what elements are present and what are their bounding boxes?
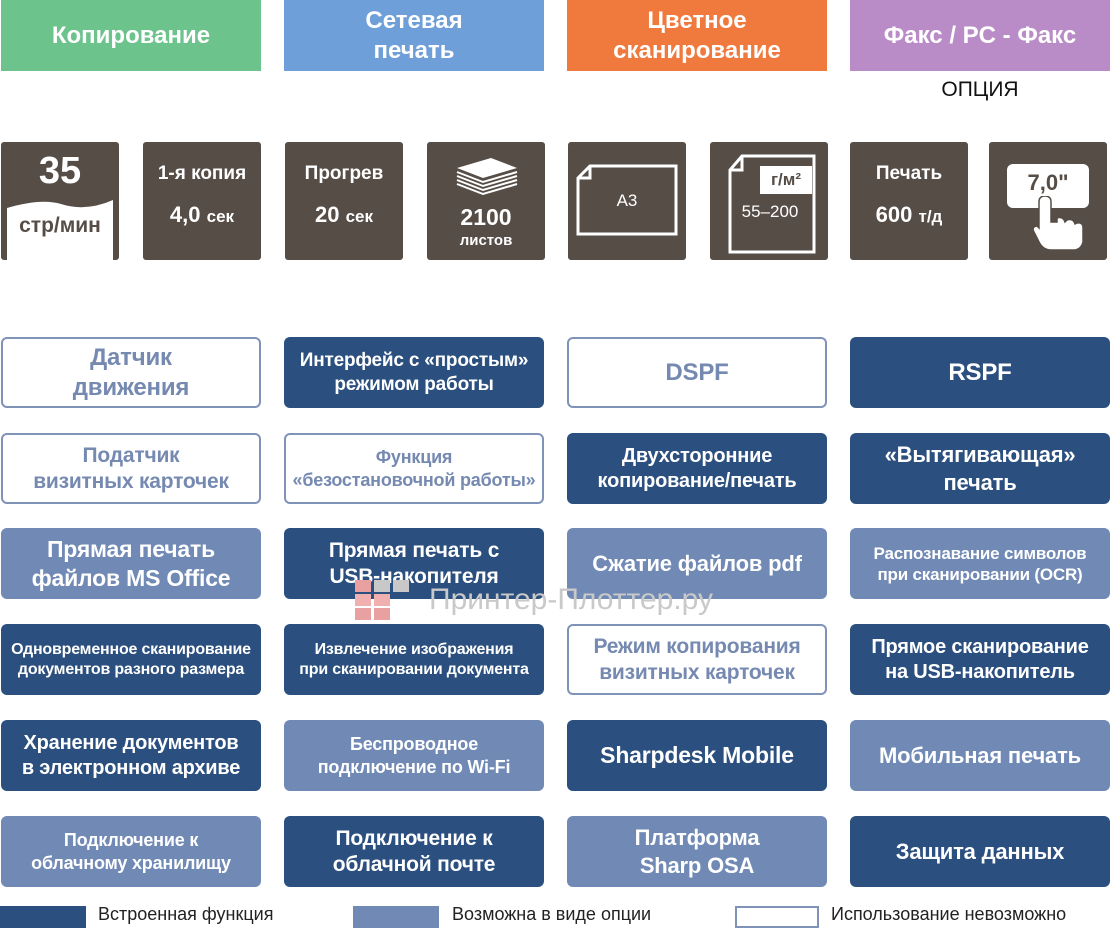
feature-dspf: DSPF — [567, 337, 827, 408]
paper-stack-icon — [456, 158, 518, 196]
watermark-logo-icon — [355, 580, 409, 620]
sheet-icon — [576, 164, 678, 236]
paper-value: 2100 — [460, 204, 512, 230]
category-color-scan: Цветное сканирование — [567, 0, 827, 71]
legend-swatch-na — [735, 906, 819, 928]
feature-usb-scan: Прямое сканирование на USB-накопитель — [850, 624, 1110, 695]
spec-screen: 7,0" — [989, 142, 1107, 260]
first-copy-value: 4,0 — [169, 202, 201, 227]
legend-label-option: Возможна в виде опции — [452, 904, 652, 924]
feature-mixed-size-scan: Одновременное сканирование документов ра… — [1, 624, 261, 695]
feature-cloud-mail: Подключение к облачной почте — [284, 816, 544, 887]
feature-sharp-osa: Платформа Sharp OSA — [567, 816, 827, 887]
feature-sharpdesk-mobile: Sharpdesk Mobile — [567, 720, 827, 791]
spec-warmup: Прогрев 20 сек — [285, 142, 403, 260]
warmup-unit: сек — [345, 207, 374, 226]
feature-pdf-compression: Сжатие файлов pdf — [567, 528, 827, 599]
print-value: 600 — [875, 202, 913, 227]
feature-pull-print: «Вытягивающая» печать — [850, 433, 1110, 504]
warmup-value: 20 — [314, 202, 340, 227]
feature-card-feeder: Податчик визитных карточек — [1, 433, 261, 504]
category-fax: Факс / PC - Факс — [850, 0, 1110, 71]
feature-data-security: Защита данных — [850, 816, 1110, 887]
spec-speed: 35 стр/мин — [1, 142, 119, 260]
feature-cloud-storage: Подключение к облачному хранилищу — [1, 816, 261, 887]
legend-swatch-builtin — [0, 906, 86, 928]
feature-ms-office-print: Прямая печать файлов MS Office — [1, 528, 261, 599]
feature-document-archive: Хранение документов в электронном архиве — [1, 720, 261, 791]
warmup-label: Прогрев — [304, 163, 384, 184]
density-value: 55–200 — [741, 202, 799, 221]
legend-label-na: Использование невозможно — [831, 904, 1067, 924]
print-unit: т/д — [918, 207, 943, 226]
watermark: Принтер-Плоттер.ру — [355, 580, 713, 620]
speed-value: 35 — [38, 150, 82, 192]
screen-value: 7,0" — [1027, 170, 1069, 195]
page-wave-icon — [7, 200, 113, 260]
legend-label-builtin: Встроенная функция — [98, 904, 274, 924]
feature-non-stop: Функция «безостановочной работы» — [284, 433, 544, 504]
spec-print-resolution: Печать 600 т/д — [850, 142, 968, 260]
legend-swatch-option — [353, 906, 439, 928]
first-copy-unit: сек — [206, 207, 235, 226]
feature-rspf: RSPF — [850, 337, 1110, 408]
category-network-print: Сетевая печать — [284, 0, 544, 71]
touch-hand-icon — [1033, 196, 1084, 251]
print-label: Печать — [875, 163, 943, 184]
feature-ocr: Распознавание символов при сканировании … — [850, 528, 1110, 599]
feature-card-copy: Режим копирования визитных карточек — [567, 624, 827, 695]
spec-format: A3 — [568, 142, 686, 260]
option-note: ОПЦИЯ — [941, 78, 1019, 101]
feature-simple-mode: Интерфейс с «простым» режимом работы — [284, 337, 544, 408]
format-value: A3 — [616, 191, 638, 210]
speed-unit: стр/мин — [19, 214, 101, 237]
feature-duplex: Двухсторонние копирование/печать — [567, 433, 827, 504]
feature-mobile-print: Мобильная печать — [850, 720, 1110, 791]
category-copy: Копирование — [1, 0, 261, 71]
feature-motion-sensor: Датчик движения — [1, 337, 261, 408]
feature-image-extraction: Извлечение изображения при сканировании … — [284, 624, 544, 695]
density-unit: г/м² — [770, 170, 802, 189]
watermark-text: Принтер-Плоттер.ру — [429, 583, 713, 616]
document-icon — [728, 154, 816, 254]
feature-wifi: Беспроводное подключение по Wi-Fi — [284, 720, 544, 791]
spec-paper-capacity: 2100 листов — [427, 142, 545, 260]
feature-usb-print: Прямая печать с USB-накопителя — [284, 528, 544, 599]
spec-paper-density: г/м² 55–200 — [710, 142, 828, 260]
paper-unit: листов — [459, 232, 513, 249]
spec-first-copy: 1-я копия 4,0 сек — [143, 142, 261, 260]
first-copy-label: 1-я копия — [157, 163, 247, 184]
